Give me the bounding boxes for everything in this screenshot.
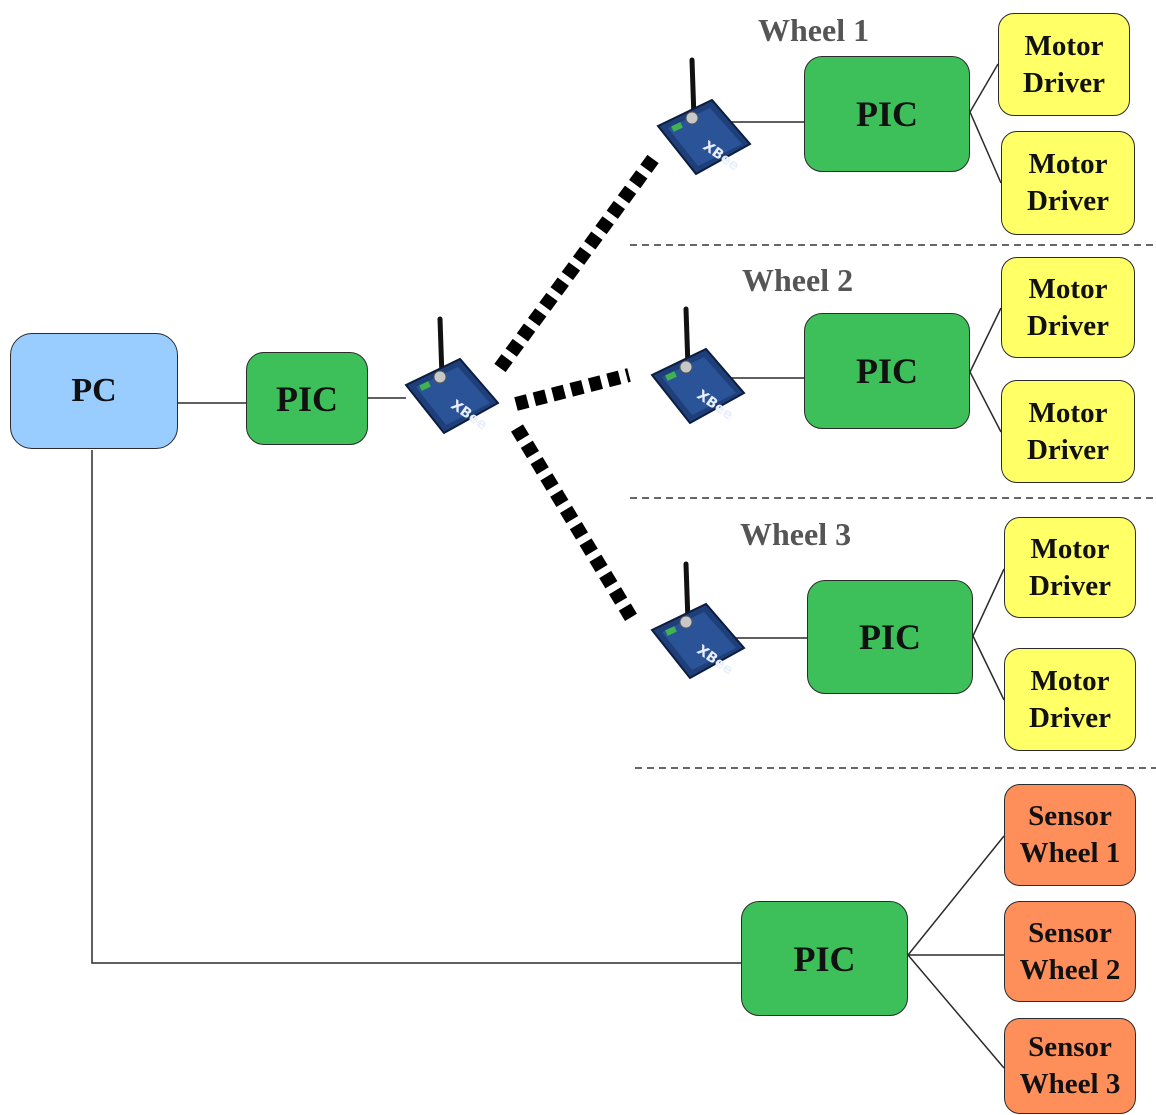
wheel-2-motor-driver-1: Motor Driver bbox=[1001, 257, 1135, 358]
wheel-3-pic-box: PIC bbox=[807, 580, 973, 694]
wheel-1-label: Wheel 1 bbox=[758, 12, 870, 48]
wheel-3-motor-driver-1: Motor Driver bbox=[1004, 517, 1136, 618]
wheel-2-label: Wheel 2 bbox=[742, 262, 854, 298]
wireless-link-wheel1 bbox=[494, 150, 662, 373]
link-spic-sensor1 bbox=[907, 835, 1005, 956]
wheel-3-label: Wheel 3 bbox=[740, 516, 852, 552]
wheel-2-motor-driver-2: Motor Driver bbox=[1001, 380, 1135, 483]
wheel-3-motor-driver-2: Motor Driver bbox=[1004, 648, 1136, 751]
sensor-pic-box: PIC bbox=[741, 901, 908, 1016]
xbee-icon-wheel3: XBee bbox=[650, 561, 746, 680]
wireless-link-wheel3 bbox=[511, 424, 638, 623]
wireless-link-wheel2 bbox=[514, 368, 631, 411]
link-pic2-driver2b bbox=[969, 371, 1002, 433]
xbee-icon-wheel1: XBee bbox=[656, 57, 752, 176]
link-pic3-driver3b bbox=[972, 635, 1005, 701]
sensor-wheel-3-box: Sensor Wheel 3 bbox=[1004, 1018, 1136, 1114]
link-pic1-driver1a bbox=[969, 63, 999, 113]
main-pic-box: PIC bbox=[246, 352, 368, 445]
xbee-icon-main: XBee bbox=[404, 316, 500, 435]
link-spic-sensor3 bbox=[907, 954, 1005, 1069]
link-pc-sensor-pic bbox=[91, 450, 741, 964]
wheel-2-pic-box: PIC bbox=[804, 313, 970, 429]
pc-box: PC bbox=[10, 333, 178, 449]
xbee-icon-wheel2: XBee bbox=[650, 306, 746, 425]
link-pic1-driver1b bbox=[969, 111, 1002, 184]
link-pic2-driver2a bbox=[969, 307, 1002, 373]
sensor-wheel-2-box: Sensor Wheel 2 bbox=[1004, 901, 1136, 1002]
wheel-1-motor-driver-2: Motor Driver bbox=[1001, 131, 1135, 235]
wheel-1-pic-box: PIC bbox=[804, 56, 970, 172]
sensor-wheel-1-box: Sensor Wheel 1 bbox=[1004, 784, 1136, 886]
link-pic3-driver3a bbox=[972, 568, 1005, 637]
wheel-1-motor-driver-1: Motor Driver bbox=[998, 13, 1130, 116]
